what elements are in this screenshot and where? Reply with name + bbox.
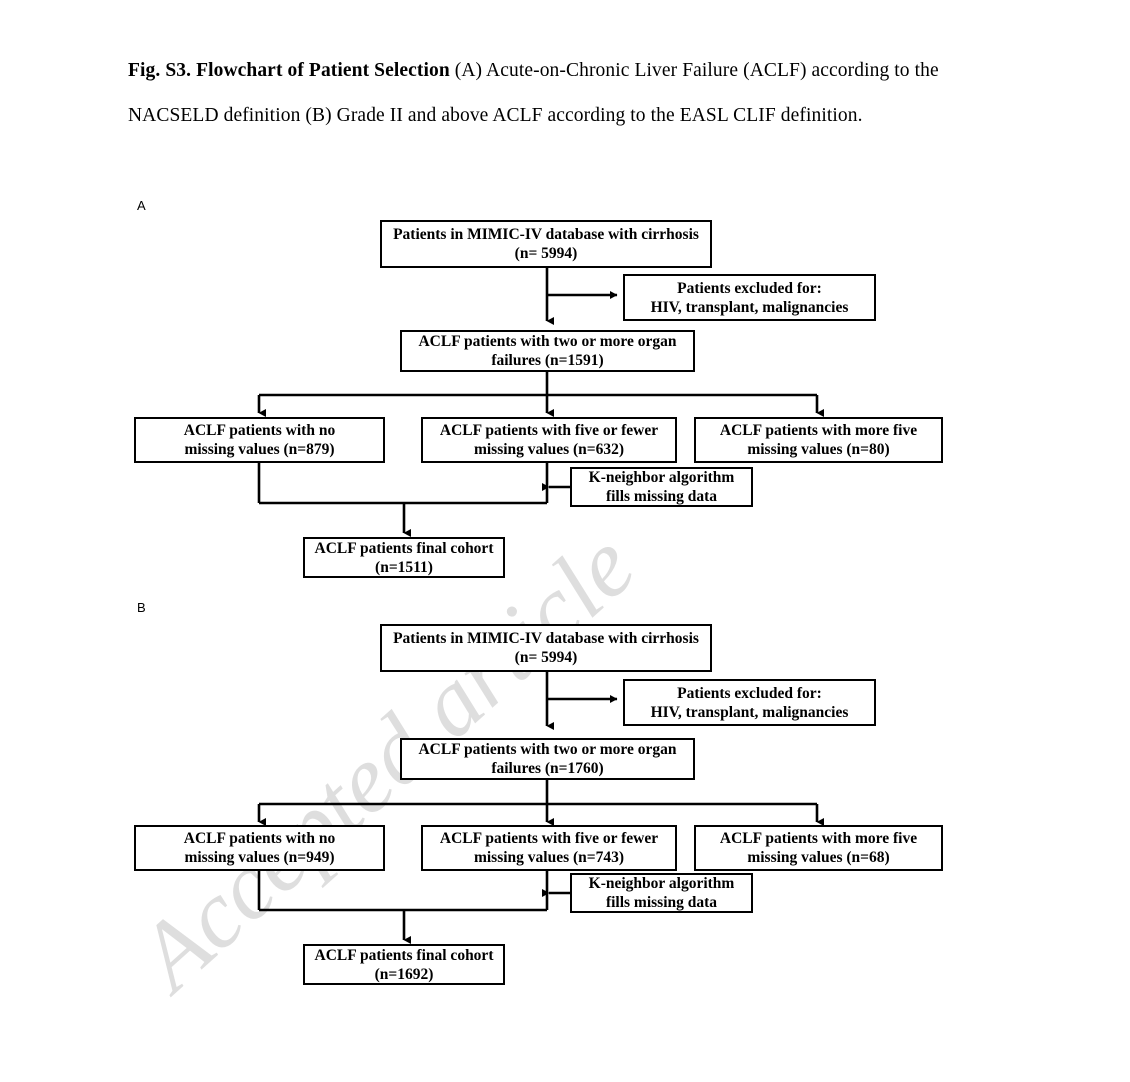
node-organ-failures-b-line2: failures (n=1760) — [491, 760, 604, 777]
node-more-five-a-line2: missing values (n=80) — [747, 441, 890, 458]
node-organ-failures-b[interactable]: ACLF patients with two or more organ fai… — [400, 738, 695, 780]
node-more-five-b-line1: ACLF patients with more five — [719, 830, 918, 847]
node-final-cohort-b[interactable]: ACLF patients final cohort (n=1692) — [303, 944, 505, 985]
node-organ-failures-a-line2: failures (n=1591) — [491, 352, 604, 369]
node-final-cohort-b-line2: (n=1692) — [374, 965, 434, 983]
node-excluded-a-line2: HIV, transplant, malignancies — [650, 298, 849, 316]
node-source-a-line1: Patients in MIMIC-IV database with cirrh… — [393, 226, 699, 243]
panel-label-a: A — [137, 198, 146, 213]
node-final-cohort-a-line2: (n=1511) — [375, 558, 433, 576]
node-no-missing-b-line1: ACLF patients with no — [183, 830, 336, 847]
node-excluded-b-line1: Patients excluded for: — [677, 684, 822, 702]
node-organ-failures-a[interactable]: ACLF patients with two or more organ fai… — [400, 330, 695, 372]
node-organ-failures-a-line1: ACLF patients with two or more organ — [418, 333, 677, 350]
node-final-cohort-a[interactable]: ACLF patients final cohort (n=1511) — [303, 537, 505, 578]
node-excluded-b[interactable]: Patients excluded for: HIV, transplant, … — [623, 679, 876, 726]
node-five-or-fewer-b-line1: ACLF patients with five or fewer — [439, 830, 659, 847]
panel-a-connectors — [257, 268, 824, 537]
node-excluded-b-line2: HIV, transplant, malignancies — [650, 703, 849, 721]
node-knn-b-line2: fills missing data — [605, 894, 718, 911]
node-five-or-fewer-a-line2: missing values (n=632) — [473, 441, 625, 458]
node-excluded-a[interactable]: Patients excluded for: HIV, transplant, … — [623, 274, 876, 321]
node-more-five-a-line1: ACLF patients with more five — [719, 422, 918, 439]
node-source-a-line2: (n= 5994) — [514, 245, 578, 262]
node-knn-b[interactable]: K-neighbor algorithm fills missing data — [570, 873, 753, 913]
node-no-missing-b-line2: missing values (n=949) — [184, 849, 335, 866]
node-source-b-line1: Patients in MIMIC-IV database with cirrh… — [393, 630, 699, 647]
node-five-or-fewer-b-line2: missing values (n=743) — [473, 849, 625, 866]
node-knn-a-line1: K-neighbor algorithm — [588, 469, 735, 486]
figure-caption: Fig. S3. Flowchart of Patient Selection … — [128, 48, 978, 138]
figure-caption-title: Fig. S3. Flowchart of Patient Selection — [128, 60, 455, 81]
node-five-or-fewer-a[interactable]: ACLF patients with five or fewer missing… — [421, 417, 677, 463]
node-knn-b-line1: K-neighbor algorithm — [588, 875, 735, 892]
node-final-cohort-a-line1: ACLF patients final cohort — [314, 539, 494, 557]
panel-b-connectors — [257, 669, 824, 944]
node-knn-a-line2: fills missing data — [605, 488, 718, 505]
node-five-or-fewer-a-line1: ACLF patients with five or fewer — [439, 422, 659, 439]
node-no-missing-a-line1: ACLF patients with no — [183, 422, 336, 439]
node-no-missing-b[interactable]: ACLF patients with no missing values (n=… — [134, 825, 385, 871]
node-more-five-a[interactable]: ACLF patients with more five missing val… — [694, 417, 943, 463]
node-source-a[interactable]: Patients in MIMIC-IV database with cirrh… — [380, 220, 712, 268]
node-no-missing-a[interactable]: ACLF patients with no missing values (n=… — [134, 417, 385, 463]
node-knn-a[interactable]: K-neighbor algorithm fills missing data — [570, 467, 753, 507]
node-more-five-b-line2: missing values (n=68) — [747, 849, 890, 866]
figure-caption-body: (A) Acute-on-Chronic Liver Failure (ACLF… — [128, 60, 939, 126]
node-source-b[interactable]: Patients in MIMIC-IV database with cirrh… — [380, 624, 712, 672]
node-source-b-line2: (n= 5994) — [514, 649, 578, 666]
node-excluded-a-line1: Patients excluded for: — [677, 279, 822, 297]
node-five-or-fewer-b[interactable]: ACLF patients with five or fewer missing… — [421, 825, 677, 871]
node-more-five-b[interactable]: ACLF patients with more five missing val… — [694, 825, 943, 871]
node-final-cohort-b-line1: ACLF patients final cohort — [314, 946, 494, 964]
panel-label-b: B — [137, 600, 146, 615]
node-no-missing-a-line2: missing values (n=879) — [184, 441, 335, 458]
node-organ-failures-b-line1: ACLF patients with two or more organ — [418, 741, 677, 758]
